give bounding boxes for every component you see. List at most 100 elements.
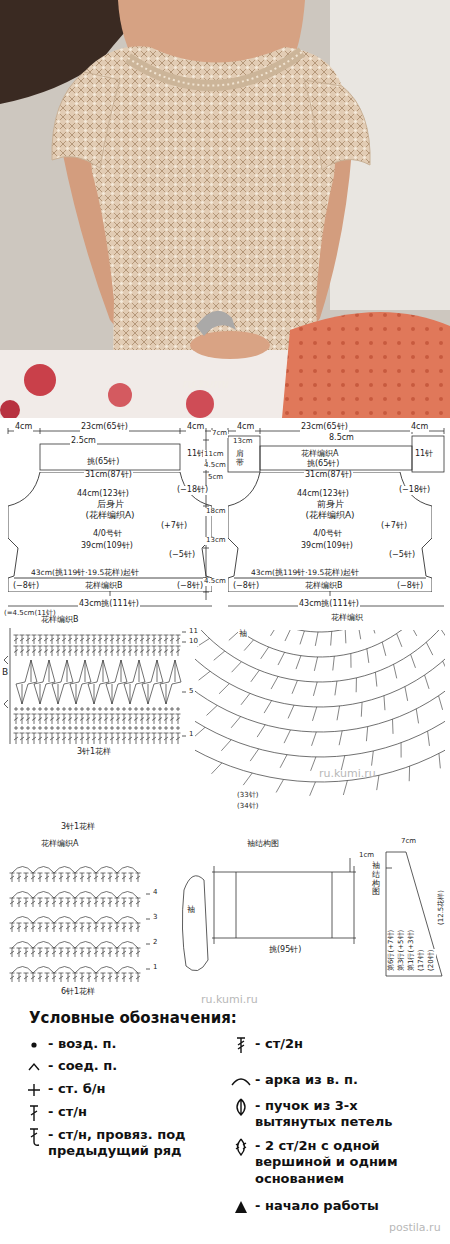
stitch-stroke [92,650,96,653]
stitch-stroke [74,718,78,721]
stitch-stroke [66,923,71,924]
stitch-stroke [56,650,60,653]
stitch-stroke [70,707,71,711]
stitch-stroke [68,737,72,740]
stitch-stroke [87,873,92,874]
stitch-stroke [68,733,73,734]
stitch-stroke [101,876,105,879]
legend-symbol [23,1104,45,1123]
legend-text: - ст. б/н [48,1081,105,1096]
stitch-stroke [45,973,50,974]
stitch-stroke [134,638,138,641]
dimension-label: 第6行(+7针) [388,929,396,972]
stitch-stroke [122,646,127,647]
stitch-stroke [152,714,157,715]
stitch-stroke [50,714,55,715]
stitch-stroke [85,660,86,682]
edging-chart [195,630,445,796]
stitch-stroke [86,714,91,715]
start-mark [235,1201,247,1213]
stitch-stroke [146,737,150,740]
stitch-stroke [52,901,56,904]
stitch-stroke [166,707,167,711]
radial-stitch [392,719,394,734]
drawing-part [412,436,444,472]
chain-arch [33,942,54,949]
stitch-stroke [104,737,108,740]
stitch-stroke [24,898,29,899]
stitch-stroke [24,951,28,954]
stitch-stroke [104,638,108,641]
stitch-stroke [118,726,119,730]
stitch-stroke [101,976,105,979]
drawing-part [107,586,333,596]
legend-text: - 2 ст/2н с одной вершиной и одним основ… [255,1138,398,1186]
stitch-stroke [164,635,169,636]
stitch-stroke [32,733,37,734]
stitch-stroke [98,638,102,641]
stitch-stroke [31,926,35,929]
drawing-part [4,628,10,744]
stitch-stroke [110,733,115,734]
stitch-stroke [110,718,114,721]
stitch-stroke [50,638,54,641]
dimension-label: 6针1花样 [60,988,96,997]
radial-stitch [339,731,342,745]
stitch-stroke [146,638,150,641]
stitch-stroke [172,726,173,730]
ring-row [195,630,445,707]
stitch-stroke [45,951,49,954]
stitch-stroke [26,646,31,647]
stitch-stroke [164,737,168,740]
stitch-stroke [45,898,50,899]
dimension-label: 23cm(65针) [300,423,349,432]
stitch-stroke [112,707,113,711]
stitch-stroke [169,660,175,682]
legend-symbol [230,1072,252,1091]
stitch-stroke [59,976,63,979]
dimension-label: 花样编织B [40,616,80,625]
stitch-stroke [128,718,132,721]
stitch-stroke [148,684,154,704]
chain-arch [117,942,138,949]
stitch-stroke [121,660,127,682]
dimension-label: (−18针) [176,486,209,495]
schematic-lines [8,428,444,606]
stitch-stroke [101,873,106,874]
stitch-stroke [158,737,162,740]
stitch-stroke [14,714,19,715]
stitch-stroke [124,684,130,704]
stitch-stroke [140,638,144,641]
stitch-stroke [87,876,91,879]
stitch-stroke [62,737,66,740]
stitch-stroke [59,948,64,949]
dimension-label: 袖结构图 [246,840,280,849]
stitch-stroke [45,873,50,874]
stitch-stroke [136,707,137,711]
dimension-label: 11cm [203,451,225,459]
chain-arch [117,892,138,899]
stitch-stroke [52,707,53,711]
stitch-stroke [45,948,50,949]
stitch-stroke [170,714,175,715]
legend-symbol-stroke [236,1139,246,1155]
legend-symbol [23,1127,45,1146]
stitch-stroke [110,646,115,647]
stitch-stroke [176,646,181,647]
stitch-stroke [24,901,28,904]
watermark: ru.kumi.ru [200,994,259,1006]
stitch-stroke [128,733,133,734]
piece-title: (花样编织A) [84,510,135,521]
watermark: ru.kumi.ru [318,768,377,780]
stitch-stroke [146,714,151,715]
stitch-stroke [88,682,97,684]
stitch-stroke [17,873,22,874]
radial-stitch [410,630,417,636]
stitch-stroke [122,635,127,636]
stitch-stroke [52,976,56,979]
radial-stitch [250,749,258,761]
radial-stitch [372,751,374,766]
stitch-stroke [164,718,168,721]
stitch-stroke [31,901,35,904]
stitch-stroke [170,646,175,647]
